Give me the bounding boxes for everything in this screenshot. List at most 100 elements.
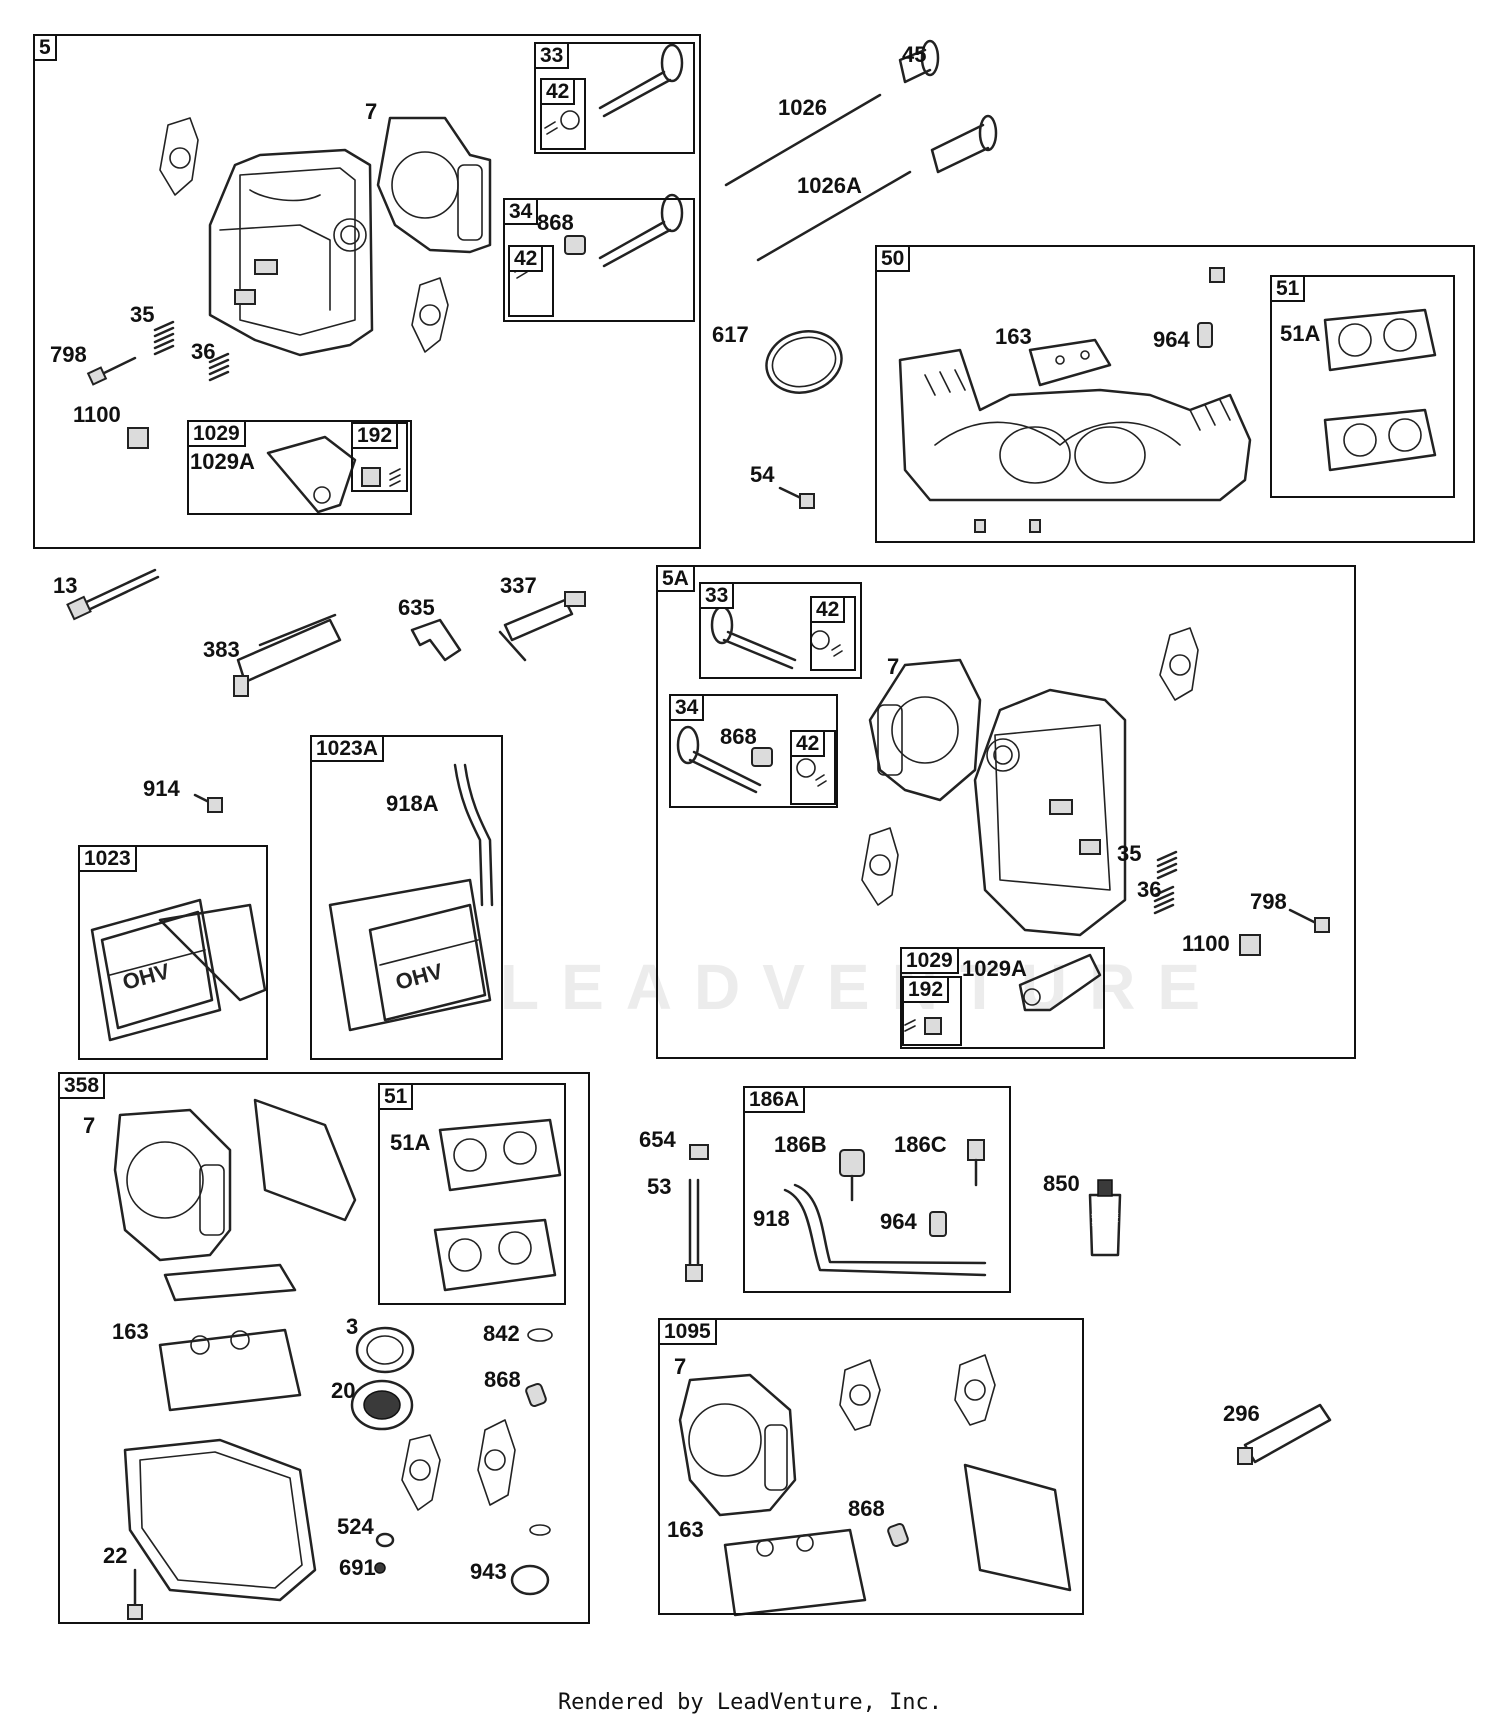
label-1100b: 1100: [1182, 931, 1230, 956]
label-337: 337: [500, 573, 537, 598]
spring-36b-drawing: [1153, 885, 1175, 915]
box-51b: [378, 1083, 566, 1305]
label-868a: 868: [537, 210, 574, 235]
label-524: 524: [337, 1514, 374, 1539]
box-51-tag: 51: [1270, 275, 1306, 302]
box-358: [58, 1072, 590, 1624]
box-1023: [78, 845, 268, 1060]
pushrod-1026A-drawing: [756, 170, 912, 262]
label-798b: 798: [1250, 889, 1287, 914]
label-868d: 868: [848, 1496, 885, 1521]
label-7d: 7: [674, 1354, 687, 1379]
label-868b: 868: [720, 724, 757, 749]
box-34: [503, 198, 695, 322]
label-296: 296: [1223, 1401, 1260, 1426]
label-383: 383: [203, 637, 240, 662]
label-163c: 163: [667, 1517, 704, 1542]
gasket-set-358-drawing: [113, 1098, 553, 1620]
label-186B: 186B: [774, 1132, 827, 1157]
valve-33-drawing: [544, 43, 684, 135]
box-358-tag: 358: [58, 1072, 106, 1099]
label-163a: 163: [995, 324, 1032, 349]
box-1029b: [900, 947, 1105, 1049]
box-51: [1270, 275, 1455, 498]
breather-186A-drawing: [783, 1139, 987, 1277]
box-1029: [187, 420, 412, 515]
pushrod-1026-drawing: [724, 93, 882, 187]
intake-manifold-drawing: [898, 348, 1252, 533]
valve-34b-drawing: [676, 725, 827, 794]
label-3: 3: [346, 1314, 359, 1339]
label-617: 617: [712, 322, 749, 347]
spring-35b-drawing: [1156, 850, 1178, 880]
box-42c-tag: 42: [810, 596, 846, 623]
label-35b: 35: [1117, 841, 1142, 866]
bolt-13-drawing: [66, 568, 160, 621]
gasket-51A-b-drawing: [433, 1118, 562, 1292]
exhaust-gasket-drawings: [159, 117, 449, 353]
box-42b-tag: 42: [508, 245, 544, 272]
box-33-tag: 33: [534, 42, 570, 69]
label-1026A: 1026A: [797, 173, 862, 198]
label-691: 691: [339, 1555, 376, 1580]
label-186C: 186C: [894, 1132, 947, 1157]
label-7b: 7: [887, 654, 900, 679]
box-50: [875, 245, 1475, 543]
box-5-tag: 5: [33, 34, 57, 61]
box-1095: [658, 1318, 1084, 1615]
box-1029-tag: 1029: [187, 420, 246, 447]
nut-654-drawing: [689, 1144, 709, 1160]
label-20: 20: [331, 1378, 356, 1403]
label-914: 914: [143, 776, 180, 801]
clip-1100b-drawing: [1239, 934, 1261, 956]
tappet-45-drawing: [898, 39, 998, 174]
box-42a-tag: 42: [540, 78, 576, 105]
stud-53-drawing: [685, 1178, 703, 1282]
clip-1100-drawing: [127, 427, 149, 449]
bolt-798b-drawing: [1288, 908, 1330, 933]
spark-plug-337-drawing: [498, 591, 586, 662]
gasket-163-drawing: [1028, 338, 1112, 387]
box-34b: [669, 694, 838, 808]
box-34b-tag: 34: [669, 694, 705, 721]
label-868c: 868: [484, 1367, 521, 1392]
label-22: 22: [103, 1543, 128, 1568]
box-33b: [699, 582, 862, 679]
box-192-tag: 192: [351, 422, 399, 449]
sealant-tube-850-drawing: SILICONE SEALANT: [1088, 1179, 1122, 1257]
spring-36-drawing: [208, 352, 230, 382]
spring-35-drawing: [153, 320, 175, 356]
boot-635-drawing: [410, 618, 462, 662]
box-33: [534, 42, 695, 154]
tube-text-line1: SILICONE: [1091, 1214, 1119, 1220]
gasket-51A-drawing: [1323, 308, 1437, 472]
box-33b-tag: 33: [699, 582, 735, 609]
box-1023A: [310, 735, 503, 1060]
box-5A-tag: 5A: [656, 565, 695, 592]
bolt-54-drawing: [778, 486, 815, 509]
label-635: 635: [398, 595, 435, 620]
rocker-arm-drawing: [266, 435, 357, 514]
part-296-drawing: [1237, 1403, 1332, 1465]
label-163b: 163: [112, 1319, 149, 1344]
label-1026: 1026: [778, 95, 827, 120]
label-7a: 7: [365, 99, 378, 124]
bolt-914-drawing: [193, 793, 223, 813]
label-36b: 36: [1137, 877, 1162, 902]
nut-192-drawing: [361, 467, 401, 487]
grommet-964-drawing: [1197, 322, 1213, 348]
label-51Ab: 51A: [390, 1130, 431, 1155]
fitting-drawing: [1209, 267, 1225, 283]
box-192b-tag: 192: [902, 976, 950, 1003]
label-51Aa: 51A: [1280, 321, 1321, 346]
box-50-tag: 50: [875, 245, 911, 272]
label-798a: 798: [50, 342, 87, 367]
box-5A: [656, 565, 1356, 1059]
box-1029b-tag: 1029: [900, 947, 959, 974]
label-842: 842: [483, 1321, 520, 1346]
box-1095-tag: 1095: [658, 1318, 717, 1345]
tube-383-drawing: [233, 613, 342, 697]
o-ring-617-drawing: [765, 330, 843, 394]
label-918: 918: [753, 1206, 790, 1231]
gasket-set-1095-drawing: [678, 1354, 1072, 1617]
